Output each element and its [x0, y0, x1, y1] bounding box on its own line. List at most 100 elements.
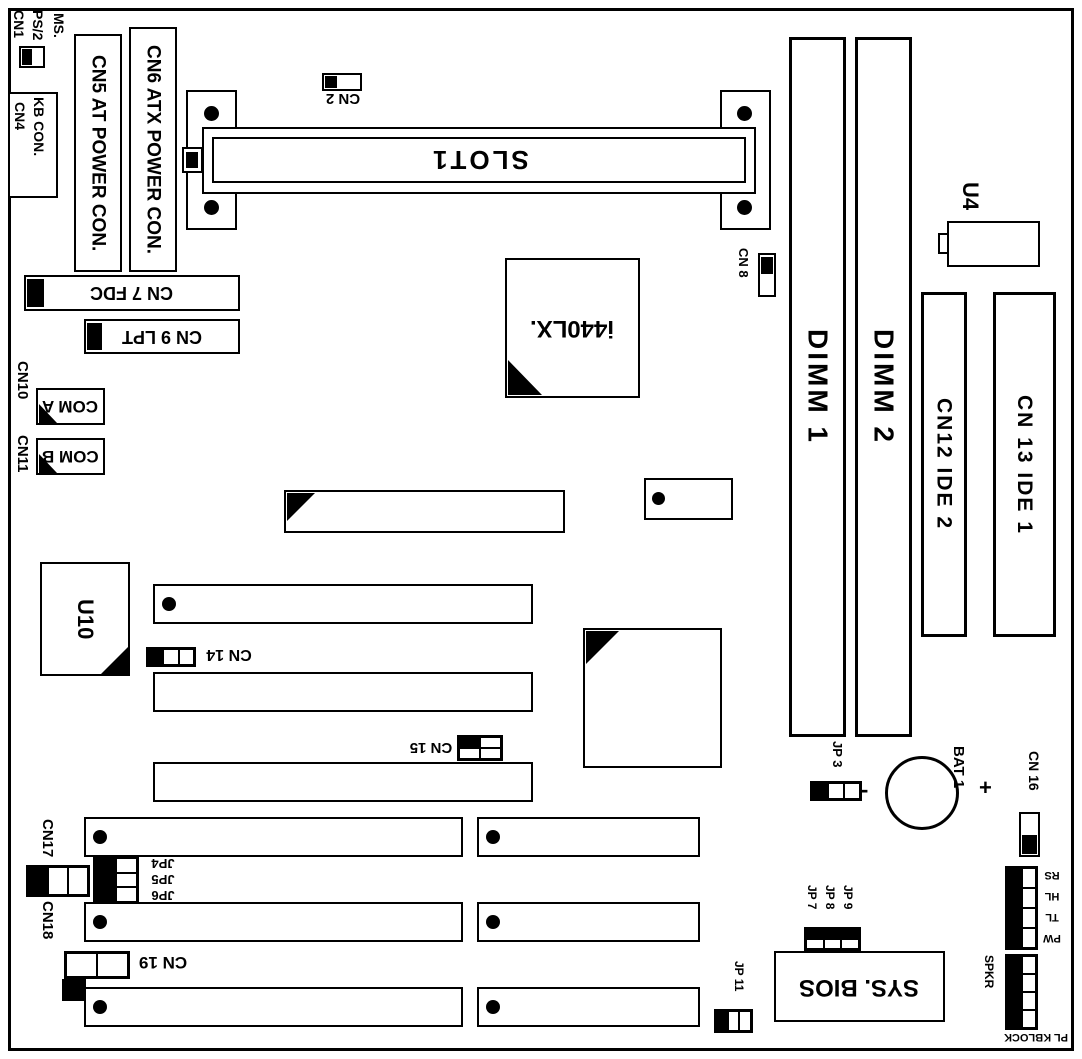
pin — [1007, 928, 1022, 948]
pin — [28, 867, 48, 895]
rs-label: RS — [1044, 869, 1060, 881]
pin — [116, 872, 137, 888]
jp11-label: JP 11 — [732, 961, 746, 992]
jp11-jumper — [714, 1009, 753, 1033]
pin — [739, 1011, 751, 1031]
expansion-slot — [284, 490, 565, 533]
ps2-label: PS/2 — [30, 10, 46, 41]
pin — [727, 1011, 740, 1031]
jp6-label: JP6 — [151, 888, 175, 903]
battery-minus-label: - — [861, 777, 869, 802]
sys-bios-chip: SYS. BIOS — [774, 951, 945, 1022]
pin — [1021, 1010, 1036, 1028]
battery-bat1 — [885, 756, 959, 830]
pin — [1021, 992, 1036, 1010]
cn6-atx-power-connector: CN6 ATX POWER CON. — [129, 27, 177, 272]
com-b-label: COM B — [42, 447, 99, 466]
cn1-label: CN1 — [11, 10, 27, 39]
cn17-label: CN17 — [39, 819, 56, 858]
mounting-hole — [737, 106, 752, 121]
chipset-label: i440LX. — [530, 315, 615, 342]
pin — [716, 1011, 728, 1031]
hl-label: HL — [1044, 890, 1060, 902]
u10-label: U10 — [73, 598, 98, 640]
pin — [459, 748, 480, 759]
jp4-label: JP4 — [151, 856, 175, 871]
pin — [163, 649, 179, 665]
jp7-label: JP 7 — [805, 885, 819, 910]
slot1-key-tab-fill — [186, 152, 198, 168]
dimm1-label: DIMM 1 — [802, 329, 834, 445]
pin — [480, 748, 501, 759]
southbridge-chip — [583, 628, 722, 768]
pin — [823, 929, 842, 939]
u4-notch — [938, 233, 949, 254]
slot1-label: SLOT1 — [429, 145, 529, 175]
pin — [116, 858, 137, 873]
mounting-hole — [204, 106, 219, 121]
pin — [828, 783, 844, 799]
jp9-label: JP 9 — [841, 885, 855, 910]
cn19-label: CN 19 — [138, 953, 188, 972]
slot-pin1-dot — [93, 1000, 107, 1014]
cn8-label: CN 8 — [736, 248, 751, 278]
fdc-key — [27, 279, 44, 307]
cn16-label: CN 16 — [1026, 751, 1042, 791]
cn19-connector — [64, 951, 130, 979]
mounting-hole — [737, 200, 752, 215]
slot-pin1-dot — [93, 830, 107, 844]
pin — [806, 939, 824, 949]
expansion-slot — [153, 672, 533, 712]
cn18-label: CN18 — [39, 901, 56, 940]
cn7-fdc-connector: CN 7 FDC — [24, 275, 240, 311]
pin — [1007, 1010, 1022, 1028]
pin — [1021, 956, 1036, 974]
pin — [68, 867, 88, 895]
pin — [806, 929, 824, 939]
expansion-slot — [153, 762, 533, 802]
cn15-connector — [457, 735, 503, 761]
u10-chip: U10 — [40, 562, 130, 676]
cn4-kb-connector — [8, 92, 58, 198]
pin — [812, 783, 828, 799]
u4-chip — [947, 221, 1040, 267]
ide1-label: CN 13 IDE 1 — [1013, 394, 1036, 535]
cn14-connector — [146, 647, 196, 667]
expansion-slot — [84, 987, 463, 1027]
expansion-slot — [477, 817, 700, 857]
ps2-mouse-connector-key — [22, 49, 32, 65]
pin — [1021, 888, 1036, 908]
pin — [841, 929, 859, 939]
pin — [95, 872, 116, 888]
jp8-label: JP 8 — [823, 885, 837, 910]
cn15-label: CN 15 — [409, 739, 453, 756]
expansion-slot — [477, 987, 700, 1027]
lpt-label: CN 9 LPT — [121, 326, 202, 347]
cn6-label: CN6 ATX POWER CON. — [142, 44, 164, 254]
jp5-label: JP5 — [151, 872, 175, 887]
cn19-key — [62, 979, 86, 1001]
cn9-lpt-connector: CN 9 LPT — [84, 319, 240, 354]
kb-con-label: KB CON. — [31, 97, 47, 157]
ide2-label: CN12 IDE 2 — [932, 398, 956, 531]
expansion-slot — [477, 902, 700, 942]
expansion-slot — [153, 584, 533, 624]
sys-bios-label: SYS. BIOS — [799, 973, 920, 1001]
jp789-jumper-block — [804, 927, 861, 951]
chip-pin1-dot — [652, 492, 665, 505]
slot-pin1-dot — [162, 597, 176, 611]
dimm2-slot: DIMM 2 — [855, 37, 912, 737]
pin — [1021, 974, 1036, 992]
pin — [1021, 928, 1036, 948]
cn8-connector-key — [761, 257, 773, 274]
mounting-hole — [204, 200, 219, 215]
pin — [1007, 888, 1022, 908]
chipset-i440lx: i440LX. — [505, 258, 640, 398]
cn12-ide2-connector: CN12 IDE 2 — [921, 292, 967, 637]
slot-pin1-dot — [93, 915, 107, 929]
pin — [823, 939, 842, 949]
jp3-label: JP 3 — [830, 741, 845, 768]
pin — [97, 953, 128, 977]
battery-plus-label: + — [979, 775, 992, 800]
slot-pin1-dot — [486, 830, 500, 844]
